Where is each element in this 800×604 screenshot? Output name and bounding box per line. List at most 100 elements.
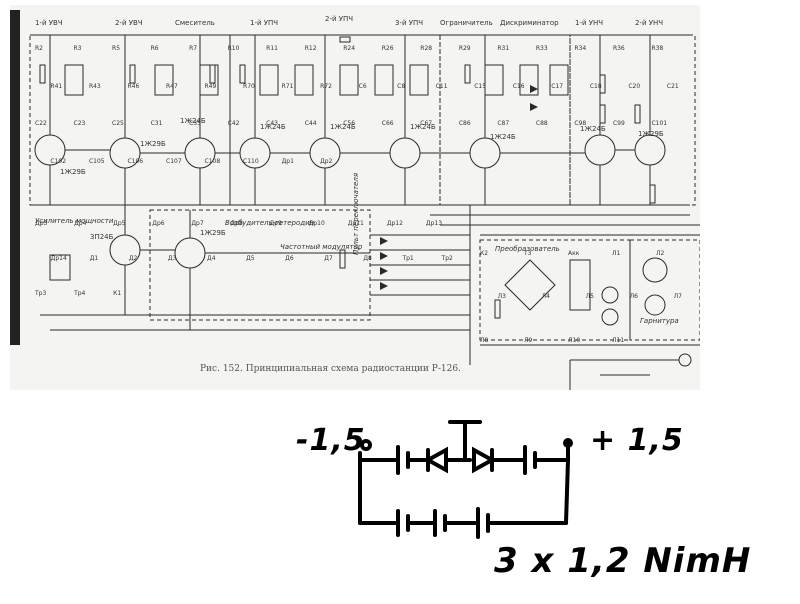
figure-caption: Рис. 152. Принципиальная схема радиостан…: [200, 364, 461, 374]
component-designator: C17: [551, 82, 564, 90]
component-designator: R46: [127, 82, 140, 90]
component-designator: C20: [628, 82, 641, 90]
component-designator: R26: [381, 45, 394, 52]
component-designator: Др9: [269, 220, 282, 227]
component-designator: C98: [574, 120, 587, 127]
component-designator: C23: [73, 120, 86, 127]
component-designator: R11: [266, 45, 278, 52]
component-designator: Л7: [673, 293, 682, 301]
component-designator: R28: [420, 45, 433, 52]
component-designator: R31: [497, 45, 510, 52]
component-designator: R71: [281, 82, 294, 90]
component-designator: Л1: [612, 250, 621, 257]
component-designator: Дp14: [50, 255, 67, 262]
component-designator: C25: [112, 120, 124, 127]
component-designator: C42: [227, 120, 240, 127]
component-designator: C15: [474, 82, 487, 90]
component-designator: Л8: [480, 336, 489, 344]
component-designator: Др7: [191, 220, 204, 227]
component-designator: Др3: [35, 220, 48, 227]
component-designator: C102: [50, 157, 67, 165]
battery-pack-label: 3 x 1,2 NimH: [494, 541, 752, 581]
positive-terminal-label: + 1,5: [590, 423, 684, 458]
component-designator: Л10: [568, 336, 581, 344]
schematic-drawing: [10, 5, 701, 390]
component-designator: Л4: [541, 293, 550, 301]
component-designator: C6: [358, 82, 367, 90]
component-designator: Л5: [585, 293, 594, 301]
component-designator: R2: [35, 45, 43, 52]
component-designator: К1: [113, 290, 122, 297]
component-designator: R72: [320, 82, 332, 90]
component-designator: Л3: [497, 293, 506, 301]
block-label: Гарнитура: [640, 317, 679, 325]
component-designator: Л6: [629, 293, 638, 301]
component-designator: R24: [343, 45, 356, 52]
component-designator: R43: [88, 82, 101, 90]
component-designator: Д7: [324, 255, 333, 262]
component-designator: C105: [88, 157, 105, 165]
component-designator: C101: [651, 120, 668, 127]
component-designator: Л9: [524, 336, 533, 344]
component-designator: R7: [189, 45, 198, 52]
component-designator: C43: [266, 120, 278, 127]
component-designator: Др11: [347, 220, 364, 227]
component-designator: Тр1: [402, 255, 414, 262]
component-designator: К2: [480, 250, 489, 257]
component-designator: R36: [612, 45, 625, 52]
battery-sketch: -1,5 + 1,5 3 x 1,2 NimH: [0, 395, 800, 600]
component-designator: Л2: [656, 250, 665, 257]
component-designator: Д3: [167, 255, 177, 262]
section-label: 1-й УНЧ: [575, 19, 604, 27]
section-label: Ограничитель: [440, 19, 493, 27]
component-designator: Др5: [113, 220, 126, 227]
component-designator: R12: [304, 45, 317, 52]
tube-label: 1Ж24Б: [410, 123, 436, 131]
component-designator: Д8: [363, 255, 372, 262]
component-designator: Др2: [320, 157, 333, 165]
component-designator: Л11: [612, 336, 625, 344]
tube-label: 1Ж24Б: [180, 117, 206, 125]
component-designator: Д1: [89, 255, 99, 262]
component-designator: C66: [381, 120, 394, 127]
component-designator: R10: [227, 45, 240, 52]
section-label: Смеситель: [175, 19, 215, 27]
component-designator: C35: [189, 120, 201, 127]
component-designator: C16: [512, 82, 525, 90]
tube-label: 1Ж29Б: [638, 130, 664, 138]
component-designator: R49: [204, 82, 217, 90]
component-designator: Др10: [308, 220, 325, 227]
component-designator: C21: [666, 82, 679, 90]
component-designator: Д4: [207, 255, 216, 262]
component-designator: C87: [497, 120, 510, 127]
component-designator: Др12: [386, 220, 403, 227]
component-designator: C22: [35, 120, 47, 127]
component-designator: C11: [435, 82, 448, 90]
tube-label: 1Ж29Б: [60, 168, 86, 176]
section-label: 1-й УВЧ: [35, 19, 63, 27]
component-designator: R34: [574, 45, 587, 52]
component-designator: R41: [50, 82, 63, 90]
component-designator: Тр3: [35, 290, 47, 297]
component-designator: Д5: [246, 255, 255, 262]
component-designator: Др1: [281, 157, 294, 165]
tube-label: 1Ж24Б: [330, 123, 356, 131]
component-designator: R29: [458, 45, 471, 52]
tube-label: 1Ж24Б: [260, 123, 286, 131]
block-label: Пульт переключателя: [352, 172, 360, 255]
component-designator: Др6: [152, 220, 165, 227]
component-designator: Акк: [568, 250, 580, 257]
component-designator: Тр4: [74, 290, 86, 297]
component-designator: Т3: [524, 250, 532, 257]
block-label: Возбудитель-гетеродин: [225, 219, 315, 227]
component-designator: C86: [458, 120, 471, 127]
section-label: 3-й УПЧ: [395, 19, 424, 27]
section-label: 1-й УПЧ: [250, 19, 279, 27]
component-designator: C56: [343, 120, 356, 127]
scan-edge: [10, 10, 20, 345]
component-designator: C99: [612, 120, 625, 127]
battery-circuit-drawing: [358, 420, 573, 539]
section-label: Дискриминатор: [500, 19, 559, 27]
component-designator: Д2: [128, 255, 138, 262]
block-label: Усилитель мощности: [35, 217, 114, 225]
